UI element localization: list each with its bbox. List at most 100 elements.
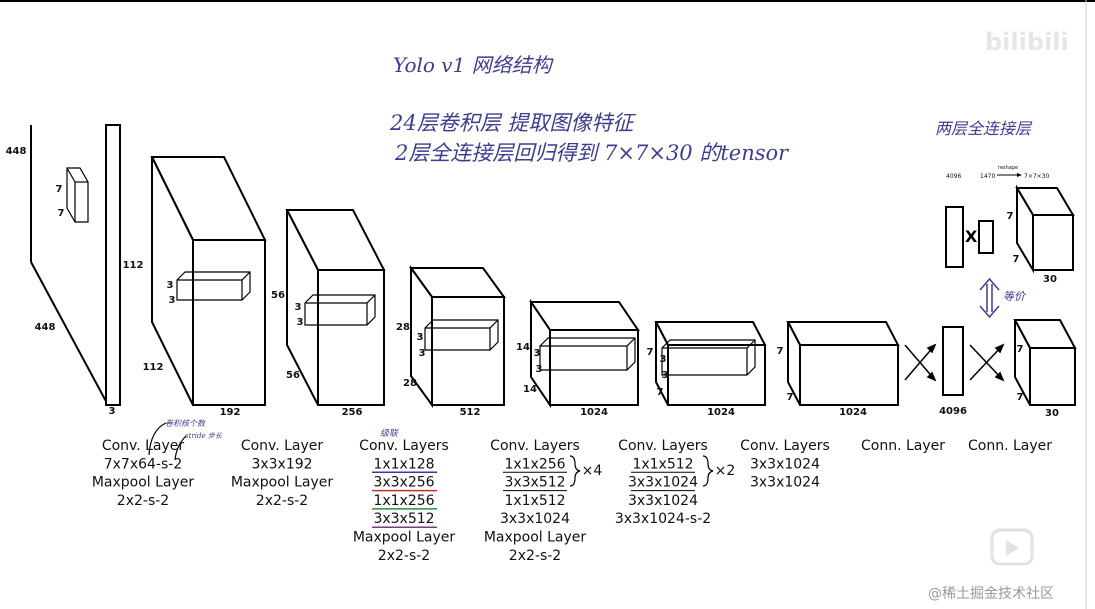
fc-4096-layer xyxy=(942,326,964,396)
equivalent-arrow xyxy=(979,277,1000,319)
input-image-layer: 448 448 3 7 7 xyxy=(6,124,121,417)
conv-block-1024-c: 7 7 1024 xyxy=(777,321,900,418)
svg-text:448: 448 xyxy=(35,322,56,333)
dimension-label: 3 xyxy=(660,354,667,365)
svg-text:1470: 1470 xyxy=(980,173,995,180)
caption-line: 3x3x512 xyxy=(504,475,565,491)
caption-line: 3x3x1024 xyxy=(500,511,570,527)
two-fc-note: 两层全连接层 xyxy=(935,119,1033,138)
dimension-label: 7 xyxy=(777,346,784,357)
dimension-label: 7 xyxy=(657,387,664,398)
caption-line: 1x1x128 xyxy=(373,456,434,472)
dimension-label: 56 xyxy=(271,290,285,301)
dimension-label: 30 xyxy=(1045,408,1059,419)
caption-line: Maxpool Layer xyxy=(353,530,456,546)
conv-block-512: 28 28 512 3 3 xyxy=(396,264,506,418)
fc-note: 2层全连接层回归得到 7×7×30 的tensor xyxy=(394,141,790,165)
note-pointer xyxy=(148,422,167,456)
caption-line: Maxpool Layer xyxy=(92,475,195,491)
dimension-label: 3 xyxy=(534,348,541,359)
stride-note: stride 步长 xyxy=(185,432,223,440)
caption-line: Conv. Layers xyxy=(618,438,708,454)
layer-caption-3: Conv. Layers1x1x1283x3x2561x1x2563x3x512… xyxy=(353,438,456,564)
dimension-label: 56 xyxy=(286,370,300,381)
dimension-label: 1024 xyxy=(707,407,735,418)
layer-caption-7: Conn. Layer xyxy=(861,438,945,454)
svg-text:7: 7 xyxy=(56,184,63,195)
caption-line: 1x1x256 xyxy=(373,493,434,509)
bilibili-watermark: bilibili xyxy=(985,28,1069,56)
dimension-label: 3 xyxy=(662,370,669,381)
layer-caption-4: Conv. Layers 1x1x256 3x3x512 1x1x512 3x3x102… xyxy=(484,438,603,564)
dimension-label: 14 xyxy=(523,384,537,395)
caption-line: 3x3x1024 xyxy=(750,475,820,491)
caption-line: 3x3x1024 xyxy=(628,475,698,491)
caption-line: 3x3x192 xyxy=(251,456,312,472)
svg-text:reshape: reshape xyxy=(998,165,1018,171)
dimension-label: 28 xyxy=(396,322,410,333)
fc-4096-label: 4096 xyxy=(939,406,967,417)
cascade-note: 级联 xyxy=(380,428,399,439)
dimension-label: 3 xyxy=(419,348,426,359)
conv-block-192: 112 112 192 3 3 xyxy=(123,156,267,418)
dimension-label: 192 xyxy=(220,407,241,418)
dimension-label: 3 xyxy=(169,295,176,306)
caption-line: Conv. Layers xyxy=(359,438,449,454)
conv-note: 24层卷积层 提取图像特征 xyxy=(389,111,636,135)
dimension-label: 30 xyxy=(1043,274,1057,285)
dimension-label: 112 xyxy=(123,260,144,271)
dimension-label: 256 xyxy=(342,407,363,418)
svg-text:7×7×30: 7×7×30 xyxy=(1024,173,1050,180)
dimension-label: 3 xyxy=(297,317,304,328)
caption-line: 2x2-s-2 xyxy=(509,548,561,564)
dimension-label: 3 xyxy=(295,302,302,313)
kernel-count-note: 卷积核个数 xyxy=(165,419,206,428)
dimension-label: 3 xyxy=(536,364,543,375)
caption-line: Conn. Layer xyxy=(968,438,1052,454)
layer-caption-5: Conv. Layers1x1x5123x3x10243x3x10243x3x1… xyxy=(615,438,735,527)
caption-line: Conn. Layer xyxy=(861,438,945,454)
dimension-label: 112 xyxy=(143,362,164,373)
caption-line: 3x3x1024 xyxy=(628,493,698,509)
play-icon-watermark xyxy=(990,528,1034,566)
site-watermark: @稀土掘金技术社区 xyxy=(928,586,1054,602)
svg-text:7: 7 xyxy=(58,208,65,219)
dimension-label: 7 xyxy=(647,347,654,358)
caption-line: Maxpool Layer xyxy=(484,530,587,546)
caption-line: 2x2-s-2 xyxy=(378,548,430,564)
caption-line: 2x2-s-2 xyxy=(256,493,308,509)
caption-line: Conv. Layer xyxy=(241,438,324,454)
layer-caption-8: Conn. Layer xyxy=(968,438,1052,454)
brace-icon xyxy=(569,455,581,487)
svg-text:4096: 4096 xyxy=(946,173,961,180)
dimension-label: 7 xyxy=(1013,254,1020,265)
dimension-label: 3 xyxy=(417,332,424,343)
note-pointer xyxy=(174,435,187,461)
title-note: Yolo v1 网络结构 xyxy=(393,53,555,77)
dimension-label: 28 xyxy=(403,378,417,389)
dimension-label: 1024 xyxy=(580,407,608,418)
caption-line: Conv. Layers xyxy=(740,438,830,454)
svg-text:3: 3 xyxy=(109,406,116,417)
play-icon xyxy=(1006,540,1019,556)
dimension-label: 512 xyxy=(460,407,481,418)
conv-block-1024-b: 7 7 1024 3 3 xyxy=(647,321,767,418)
caption-line: Conv. Layers xyxy=(490,438,580,454)
caption-line: 3x3x1024 xyxy=(750,456,820,472)
caption-line: 7x7x64-s-2 xyxy=(104,456,183,472)
dimension-label: 1024 xyxy=(839,407,867,418)
caption-line: 1x1x512 xyxy=(504,493,565,509)
layer-caption-6: Conv. Layers 3x3x1024 3x3x1024 xyxy=(740,438,830,491)
brace-icon xyxy=(702,455,714,487)
caption-line: 1x1x256 xyxy=(504,456,565,472)
dimension-label: 7 xyxy=(1017,344,1024,355)
caption-line: Conv. Layer xyxy=(102,438,185,454)
dimension-label: 7 xyxy=(787,392,794,403)
dimension-label: 3 xyxy=(167,280,174,291)
svg-text:448: 448 xyxy=(6,146,27,157)
